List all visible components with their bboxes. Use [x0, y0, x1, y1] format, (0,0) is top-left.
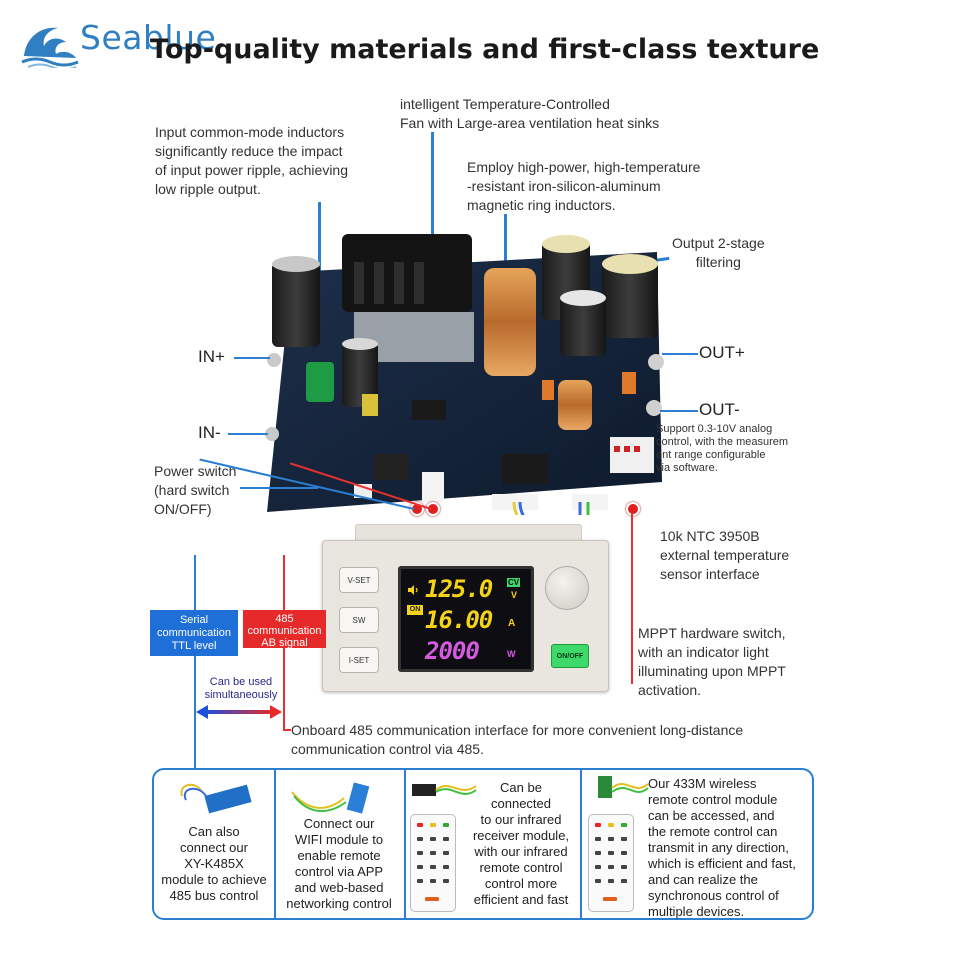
double-arrow-icon — [196, 705, 282, 719]
control-module: V-SET SW I-SET ON 125.0 CV V 16.00 A 200… — [322, 540, 609, 692]
in-plus-label: IN+ — [198, 347, 225, 366]
rs485-module-icon — [180, 783, 252, 814]
converter-board — [262, 232, 667, 553]
rs485-down-line — [283, 648, 285, 730]
serial-ttl-tag: Serial communication TTL level — [150, 610, 238, 656]
mppt-callout: MPPT hardware switch, with an indicator … — [638, 625, 786, 698]
ring-inductor-callout: Employ high-power, high-temperature -res… — [467, 159, 701, 213]
sw-button[interactable]: SW — [339, 607, 379, 633]
rf-remote-icon — [588, 814, 634, 912]
in-minus-label: IN- — [198, 423, 221, 442]
out-minus-label: OUT- — [699, 400, 740, 419]
encoder-knob[interactable] — [545, 566, 589, 610]
volt-unit: V — [511, 590, 518, 600]
in-minus-pointer — [228, 433, 268, 435]
simultaneous-note: Can be used simultaneously — [204, 676, 278, 701]
module-bezel — [355, 524, 582, 543]
switch-pointer — [240, 487, 318, 489]
inductor-callout: Input common-mode inductors significantl… — [155, 124, 349, 197]
filter-callout: Output 2-stage filtering — [672, 235, 765, 270]
fan-callout: intelligent Temperature-Controlled Fan w… — [400, 96, 660, 131]
ttl-down-line — [194, 656, 196, 768]
ring-pointer — [504, 214, 507, 286]
wifi-module-icon — [291, 782, 370, 814]
rf-module-icon — [598, 776, 649, 798]
watt-unit: W — [507, 649, 516, 659]
speaker-icon — [408, 585, 418, 595]
option-infrared: Can be connected to our infrared receive… — [404, 770, 582, 918]
analog-control-callout: Support 0.3-10V analog control, with the… — [656, 423, 789, 474]
out-plus-pointer — [662, 353, 698, 355]
ttl-line-b — [194, 555, 196, 610]
ntc-dot — [626, 502, 640, 516]
rs485-ab-tag: 485 communication AB signal — [243, 610, 326, 649]
on-indicator: ON — [407, 605, 423, 615]
ir-remote-icon — [410, 814, 456, 912]
board-illustration — [265, 234, 664, 553]
option-infrared-text: Can be connected to our infrared receive… — [472, 780, 570, 907]
on-off-button[interactable]: ON/OFF — [551, 644, 589, 668]
power-readout: 2000 — [425, 637, 480, 665]
option-433m-text: Our 433M wireless remote control module … — [648, 776, 796, 919]
brand-name: Seablue — [80, 18, 217, 57]
i-set-button[interactable]: I-SET — [339, 647, 379, 673]
ntc-pointer — [631, 512, 633, 534]
out-minus-pointer — [660, 410, 698, 412]
out-plus-label: OUT+ — [699, 343, 745, 362]
current-readout: 16.00 — [425, 606, 493, 634]
onboard485-pointer — [283, 729, 291, 731]
onboard485-callout: Onboard 485 communication interface for … — [291, 722, 744, 757]
voltage-readout: 125.0 — [425, 575, 493, 603]
brand-logo: Seablue — [18, 12, 248, 72]
expansion-panel: Can also connect our XY-K485X module to … — [152, 768, 814, 920]
amp-unit: A — [508, 618, 516, 629]
option-wifi-text: Connect our WIFI module to enable remote… — [286, 816, 392, 911]
power-switch-callout: Power switch (hard switch ON/OFF) — [154, 463, 237, 517]
cv-indicator: CV — [507, 578, 521, 587]
wave-icon — [21, 27, 79, 68]
option-xy-k485x: Can also connect our XY-K485X module to … — [154, 770, 276, 918]
option-xy-k485x-text: Can also connect our XY-K485X module to … — [161, 824, 267, 903]
ir-receiver-icon — [412, 784, 477, 796]
option-433m: Our 433M wireless remote control module … — [580, 770, 810, 919]
ntc-callout: 10k NTC 3950B external temperature senso… — [660, 528, 790, 582]
page-headline: Top-quality materials and first-class te… — [150, 34, 820, 65]
in-plus-pointer — [234, 357, 270, 359]
fan-pointer — [431, 132, 434, 242]
option-wifi: Connect our WIFI module to enable remote… — [274, 770, 406, 918]
v-set-button[interactable]: V-SET — [339, 567, 379, 593]
lcd-screen: ON 125.0 CV V 16.00 A 2000 W — [398, 566, 534, 672]
mppt-pointer — [631, 534, 633, 684]
rs485-line-b — [283, 555, 285, 610]
